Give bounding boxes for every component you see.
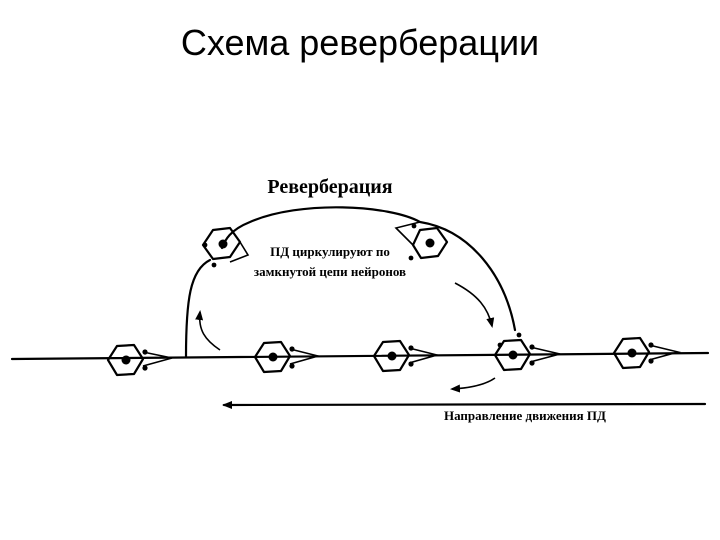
circulation-label-line1: ПД циркулируют по <box>270 244 390 259</box>
neuron-5 <box>612 336 682 370</box>
neuron-4 <box>493 332 561 372</box>
synapse-dot <box>408 255 414 261</box>
curved-arrow-left <box>195 310 221 351</box>
main-axon-line <box>10 351 710 361</box>
slide-title: Схема реверберации <box>180 22 540 63</box>
neuron-3 <box>372 339 441 373</box>
diagram-heading: Реверберация <box>267 176 392 198</box>
synapse-dot <box>202 242 208 248</box>
synapse-dot <box>211 262 217 268</box>
curved-arrow-bottom <box>450 377 496 393</box>
feedback-return-line <box>184 258 212 359</box>
feedback-arc <box>220 206 517 332</box>
circulation-label-line2: замкнутой цепи нейронов <box>254 264 406 279</box>
neuron-loop-right <box>394 221 449 260</box>
neuron-1 <box>106 343 173 377</box>
curved-arrow-right <box>454 282 495 328</box>
synapse-dot <box>411 223 417 229</box>
direction-label: Направление движения ПД <box>444 408 606 423</box>
direction-arrow <box>222 400 707 409</box>
neuron-2 <box>253 340 322 374</box>
neuron-loop-left <box>201 226 250 263</box>
